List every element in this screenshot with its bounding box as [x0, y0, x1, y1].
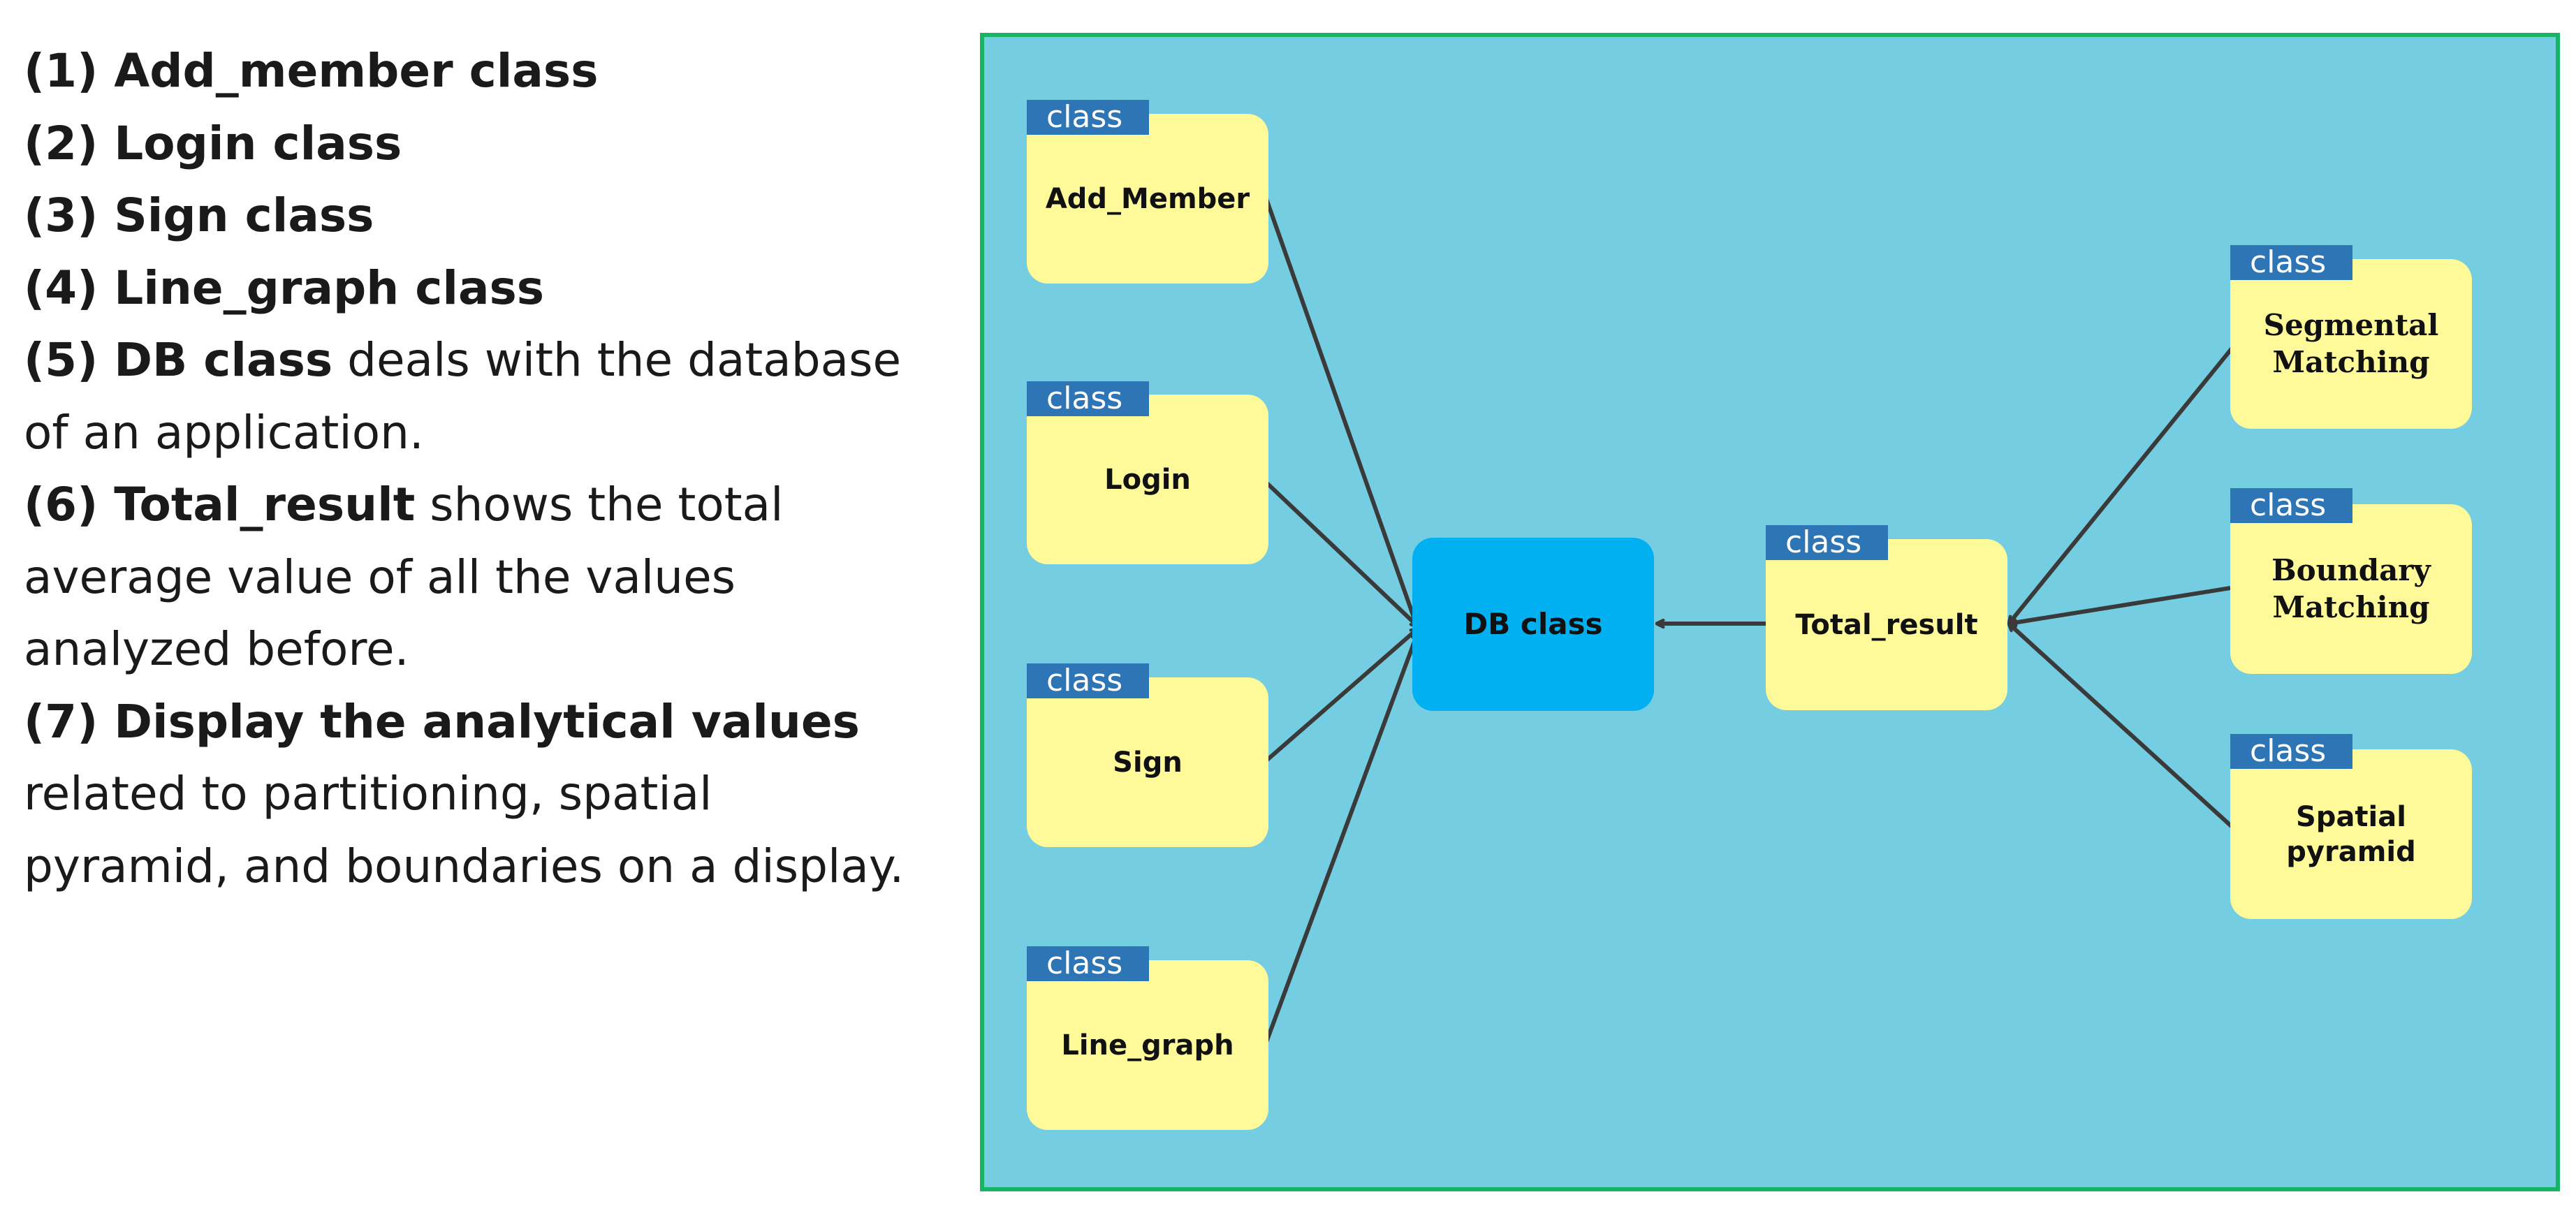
description-line-7: (6) Total_result shows the total	[24, 478, 784, 531]
description-line-4: (4) Line_graph class	[24, 260, 545, 315]
class-tag-add-member: class	[1027, 100, 1149, 135]
class-tag-login: class	[1027, 381, 1149, 416]
class-tag-segmental-matching: class	[2230, 245, 2352, 280]
description-line-12: pyramid, and boundaries on a display.	[24, 839, 905, 893]
description-line-1: (1) Add_member class	[24, 44, 599, 98]
description-line-11: related to partitioning, spatial	[24, 767, 712, 821]
class-tag-spatial-pyramid: class	[2230, 734, 2352, 769]
class-tag-line-graph: class	[1027, 946, 1149, 981]
class-box-total-result-label: Total_result	[1795, 608, 1978, 641]
description-line-9: analyzed before.	[24, 622, 409, 676]
description-text: (1) Add_member class (2) Login class (3)…	[24, 35, 974, 902]
class-box-total-result: Total_result	[1766, 539, 2007, 710]
class-box-sign: Sign	[1027, 677, 1268, 847]
description-line-8: average value of all the values	[24, 550, 736, 604]
class-box-login-label: Login	[1104, 463, 1191, 496]
class-box-login: Login	[1027, 395, 1268, 564]
description-line-10: (7) Display the analytical values	[24, 694, 860, 749]
db-class-box: DB class	[1412, 538, 1654, 711]
class-box-sign-label: Sign	[1113, 746, 1183, 779]
class-tag-total-result: class	[1766, 525, 1888, 560]
description-line-2: (2) Login class	[24, 116, 402, 170]
description-line-6: of an application.	[24, 405, 424, 460]
description-line-5: (5) DB class deals with the database	[24, 333, 902, 387]
class-tag-sign: class	[1027, 663, 1149, 698]
db-class-label: DB class	[1463, 606, 1603, 641]
description-line-3: (3) Sign class	[24, 189, 374, 242]
class-tag-boundary-matching: class	[2230, 488, 2352, 523]
class-box-line-graph-label: Line_graph	[1061, 1029, 1234, 1061]
class-box-line-graph: Line_graph	[1027, 960, 1268, 1130]
class-box-add-member: Add_Member	[1027, 114, 1268, 284]
class-box-add-member-label: Add_Member	[1045, 182, 1250, 215]
